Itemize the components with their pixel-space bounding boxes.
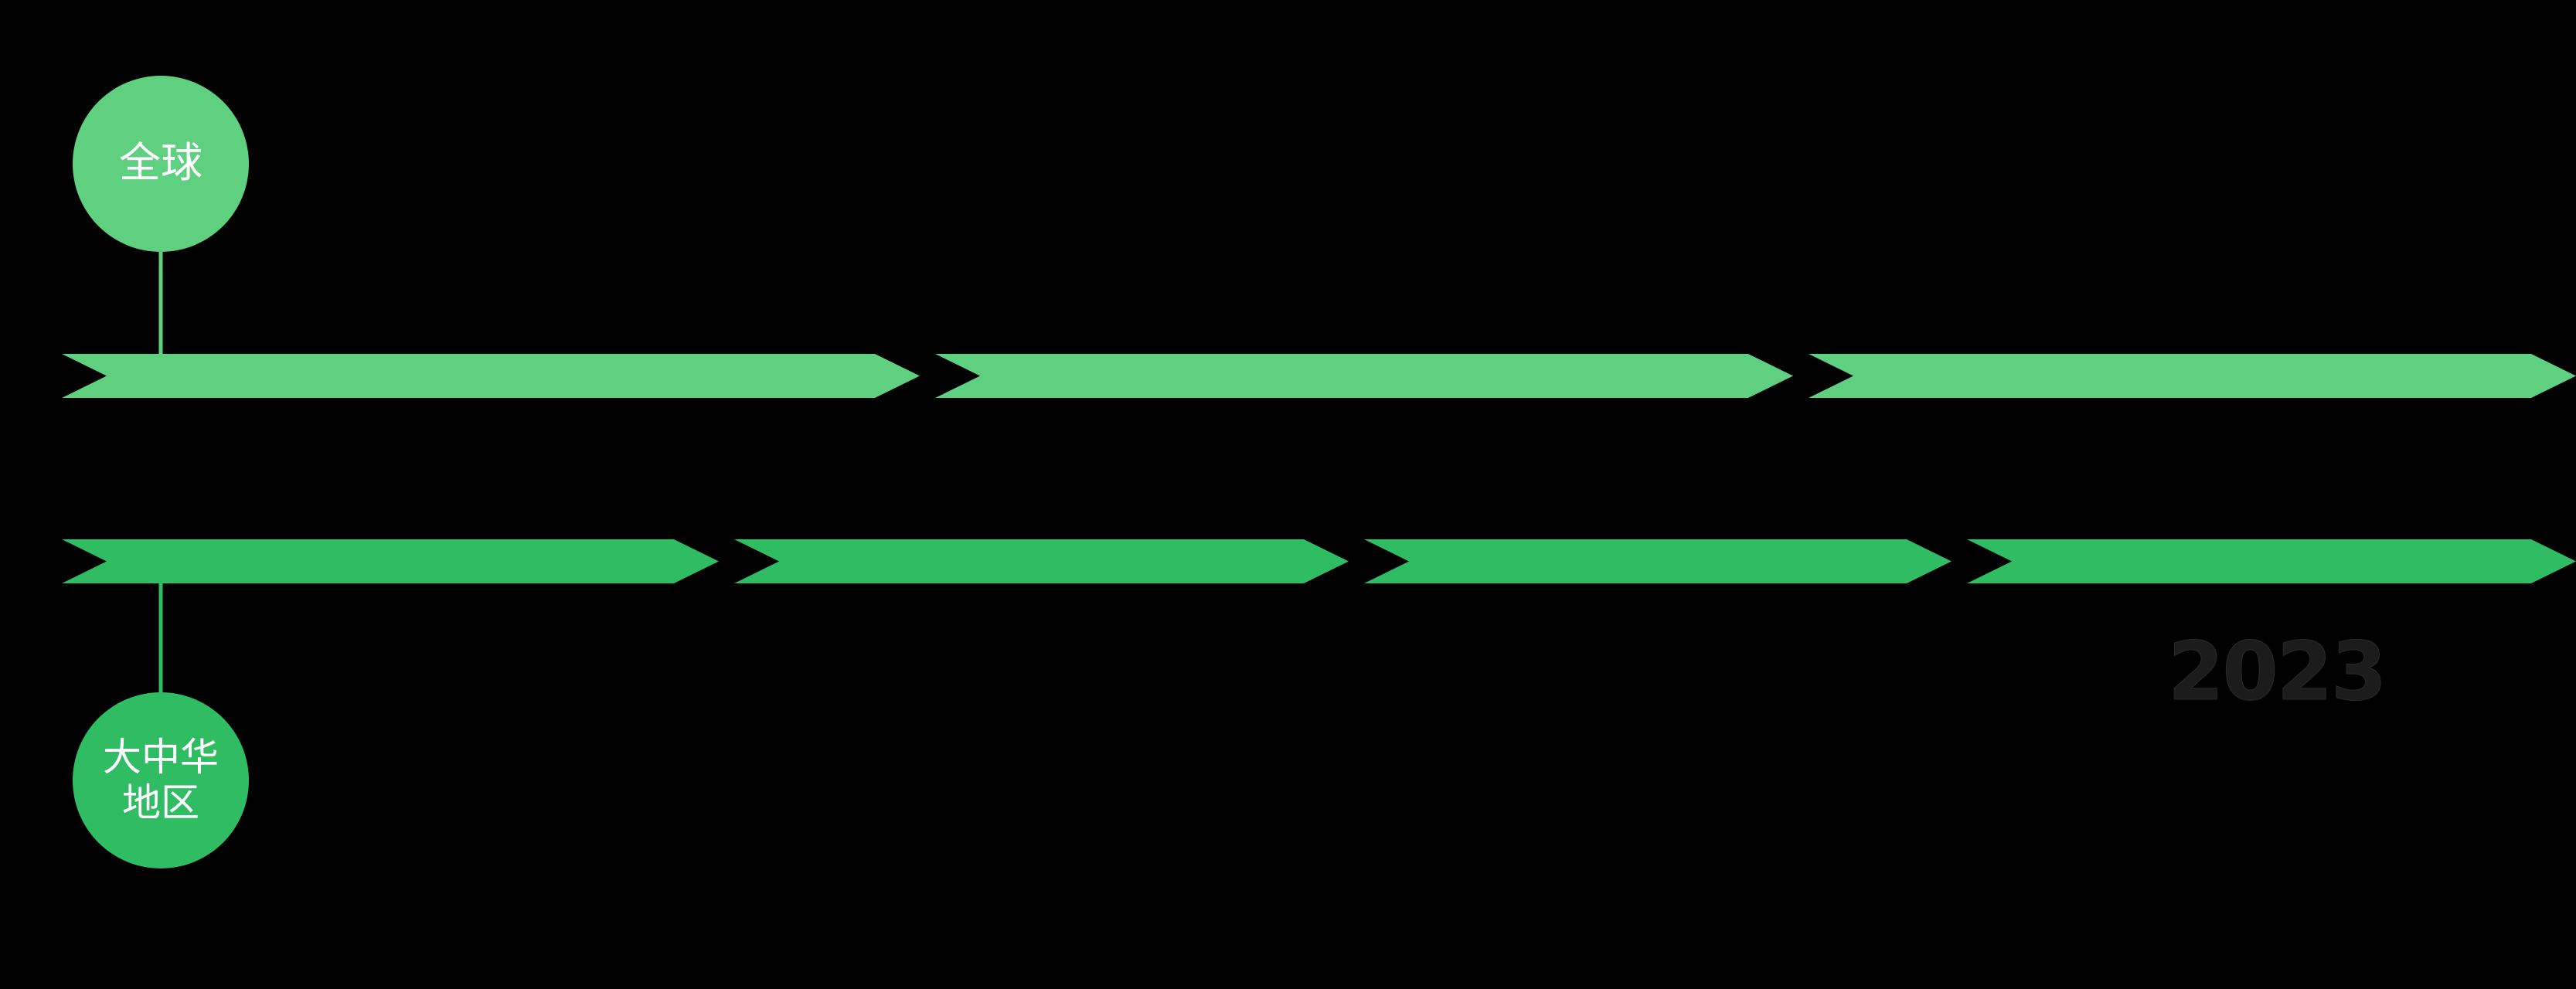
year-watermark: 2023 xyxy=(2167,624,2387,719)
node-greater-china-label: 大中华 地区 xyxy=(103,736,219,824)
track-greater-china-segment-4[interactable] xyxy=(1967,539,2576,583)
node-greater-china[interactable]: 大中华 地区 xyxy=(73,692,249,868)
track-global-segment-2[interactable] xyxy=(935,354,1793,398)
track-greater-china-segment-1[interactable] xyxy=(62,539,719,583)
track-greater-china[interactable] xyxy=(62,539,2576,583)
track-global-segment-1[interactable] xyxy=(62,354,920,398)
track-greater-china-segment-3[interactable] xyxy=(1364,539,1952,583)
track-global[interactable] xyxy=(62,354,2576,398)
track-global-segment-3[interactable] xyxy=(1809,354,2576,398)
track-greater-china-segment-2[interactable] xyxy=(734,539,1349,583)
node-global[interactable]: 全球 xyxy=(73,76,249,252)
node-global-label: 全球 xyxy=(119,140,202,187)
